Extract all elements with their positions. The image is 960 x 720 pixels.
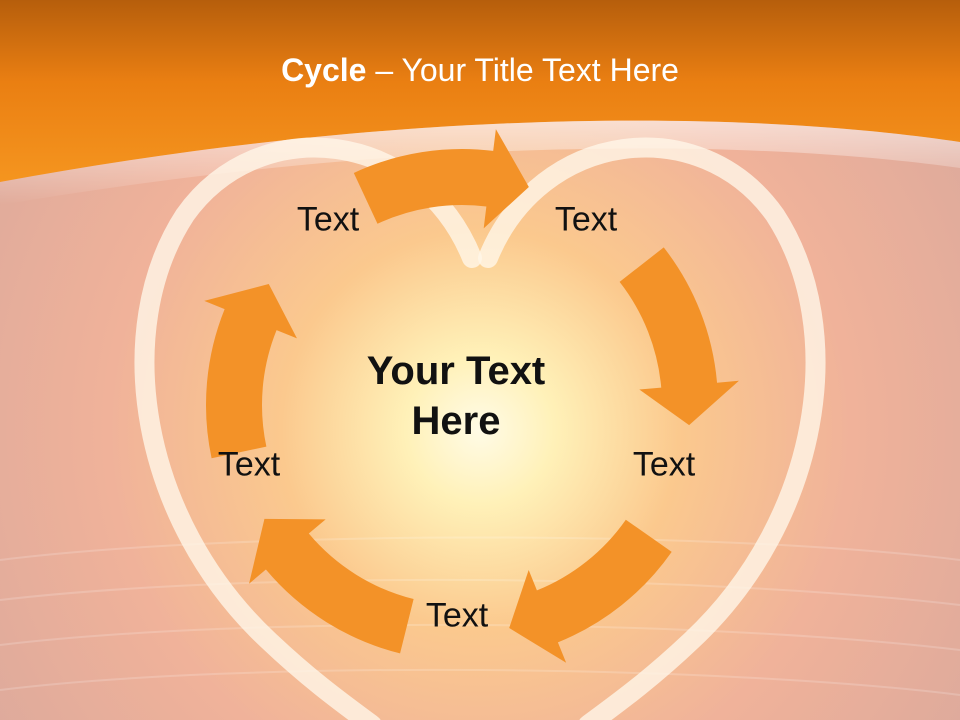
header-band (0, 0, 960, 182)
title-bold: Cycle (281, 52, 367, 88)
title-rest: – Your Title Text Here (366, 52, 679, 88)
cycle-label-5: Text (217, 445, 281, 484)
cycle-label-2: Text (554, 200, 618, 239)
cycle-label-1: Text (296, 200, 360, 239)
cycle-label-4: Text (425, 596, 489, 635)
heart-outline (134, 137, 826, 720)
cycle-arrow-4 (249, 518, 414, 654)
center-text: Your Text Here (326, 346, 586, 446)
center-text-line-2: Here (411, 399, 501, 443)
cycle-arrows (204, 129, 739, 663)
cycle-arrow-1 (353, 129, 529, 229)
header-highlight (0, 120, 960, 205)
cycle-arrow-3 (509, 519, 672, 663)
water-ripples (0, 536, 960, 696)
cycle-arrow-2 (619, 247, 739, 426)
cycle-arrow-5 (204, 284, 297, 459)
slide-title: Cycle – Your Title Text Here (0, 52, 960, 89)
center-text-line-1: Your Text (366, 349, 546, 393)
cycle-label-3: Text (632, 445, 696, 484)
